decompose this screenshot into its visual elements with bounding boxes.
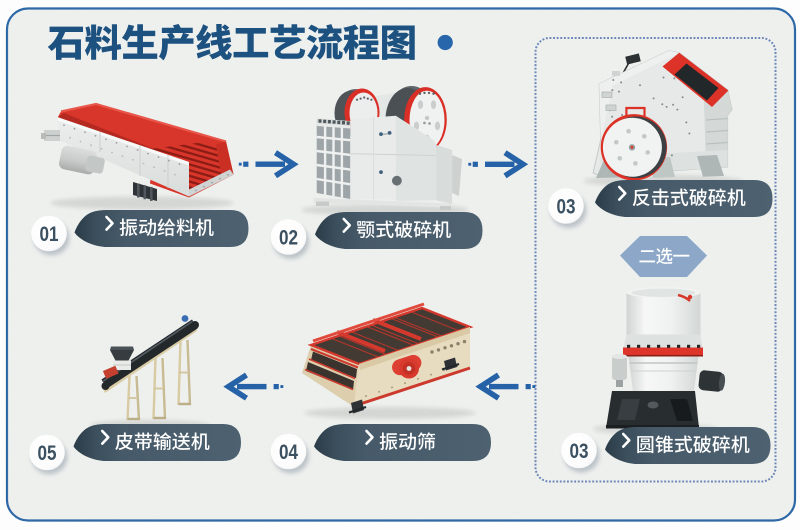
svg-text:01: 01 bbox=[40, 222, 59, 246]
svg-text:03: 03 bbox=[570, 439, 589, 463]
svg-text:04: 04 bbox=[279, 440, 298, 464]
svg-text:02: 02 bbox=[279, 225, 298, 249]
svg-text:05: 05 bbox=[38, 441, 57, 465]
svg-text:03: 03 bbox=[557, 194, 576, 218]
